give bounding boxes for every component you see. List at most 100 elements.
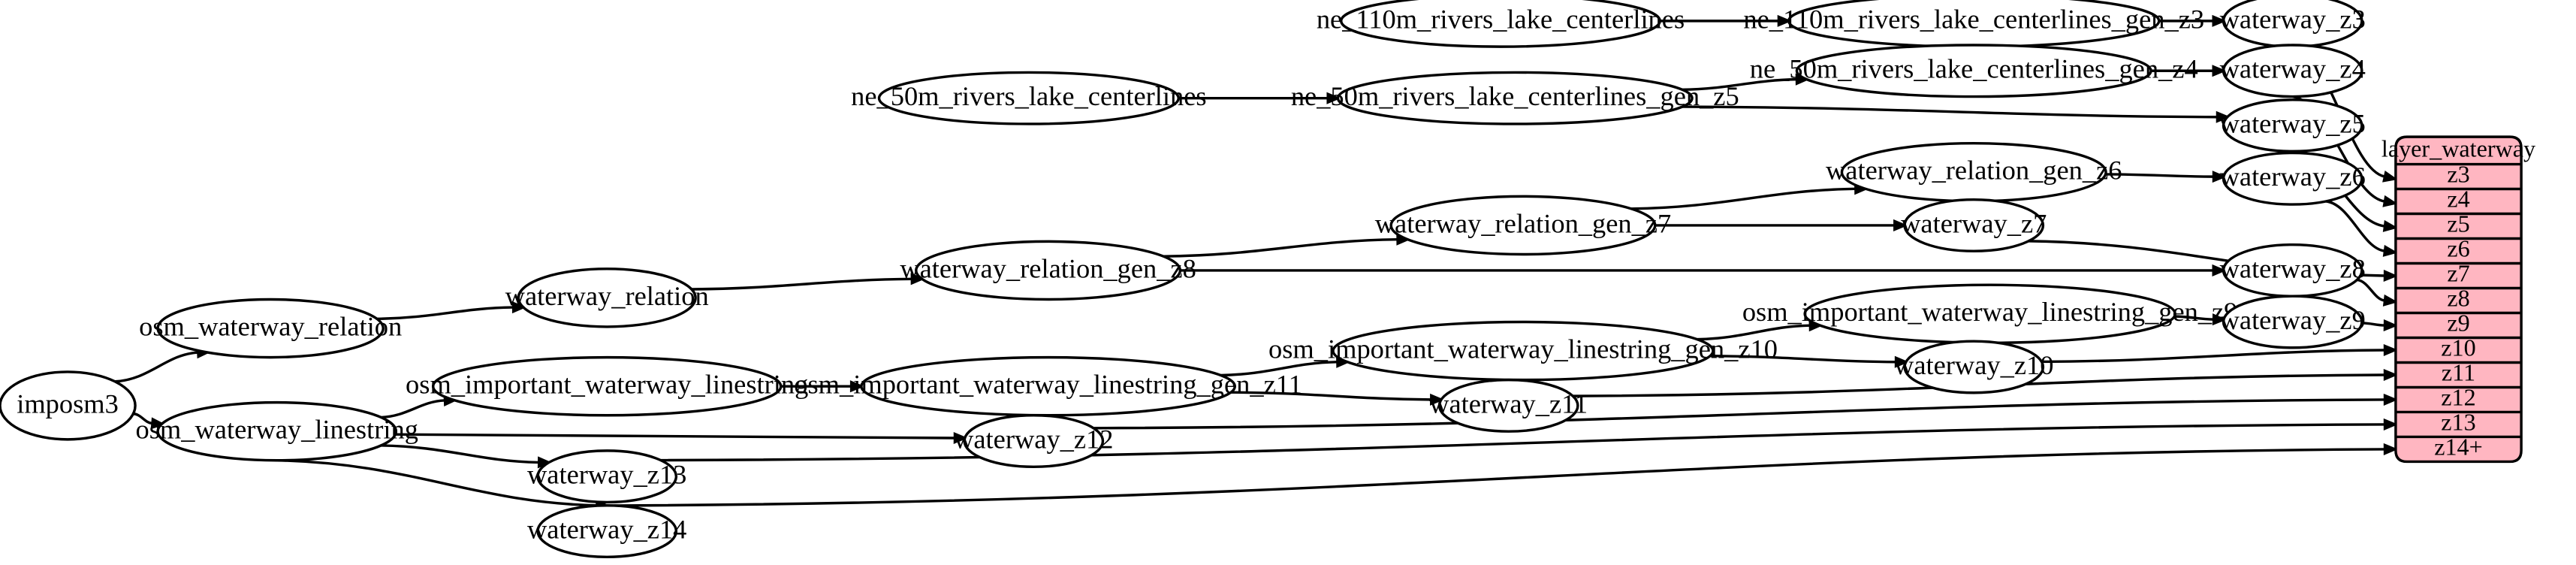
- edge-ne_50m_rivers_lake_centerlines_gen_z5-to-waterway_z5: [1682, 105, 2217, 119]
- node-label: waterway_z12: [954, 424, 1113, 454]
- arrow-head: [2212, 171, 2228, 183]
- arrow-head: [2383, 418, 2399, 431]
- arrow-head: [1777, 14, 1792, 27]
- edge-waterway_z13-to-layer_waterway-z13: [660, 423, 2384, 462]
- arrow-head: [2212, 313, 2228, 326]
- arrow-head: [2383, 343, 2399, 357]
- node-shape: [1903, 340, 2045, 394]
- node-label: waterway_z8: [2220, 253, 2366, 283]
- node-label: osm_waterway_relation: [139, 311, 402, 341]
- node-waterway_z11[interactable]: waterway_z11: [1429, 378, 1588, 433]
- arrow-head: [2383, 393, 2399, 406]
- edge-osm_important_waterway_linestring_gen_z10-to-osm_important_waterway_linestring_gen_z9: [1697, 324, 1810, 341]
- node-shape: [2222, 98, 2363, 153]
- arrow-head: [2212, 14, 2227, 27]
- arrow-head: [953, 431, 969, 445]
- arrow-head: [2216, 110, 2231, 123]
- layer-waterway-record[interactable]: [2394, 135, 2523, 464]
- node-osm_waterway_linestring[interactable]: osm_waterway_linestring: [136, 400, 418, 462]
- edge-osm_important_waterway_linestring_gen_z11-to-osm_important_waterway_linestring_gen_z10: [1220, 361, 1338, 377]
- node-shape: [963, 414, 1105, 469]
- arrow-head: [2382, 170, 2398, 183]
- node-waterway_relation_gen_z6[interactable]: waterway_relation_gen_z6: [1826, 141, 2122, 203]
- node-waterway_z6[interactable]: waterway_z6: [2220, 151, 2366, 206]
- node-waterway_z9[interactable]: waterway_z9: [2220, 295, 2366, 349]
- node-label: osm_waterway_linestring: [136, 415, 418, 445]
- edge-waterway_z10-to-layer_waterway-z10: [2041, 349, 2384, 364]
- node-ne_110m_rivers_lake_centerlines_gen_z3[interactable]: ne_110m_rivers_lake_centerlines_gen_z3: [1743, 0, 2204, 48]
- node-shape: [2222, 44, 2363, 98]
- arrow-head: [2382, 195, 2398, 207]
- node-label: waterway_z6: [2220, 162, 2366, 192]
- node-label: waterway_z7: [1901, 208, 2047, 238]
- node-ne_50m_rivers_lake_centerlines_gen_z5[interactable]: ne_50m_rivers_lake_centerlines_gen_z5: [1291, 71, 1739, 125]
- arrow-head: [1430, 393, 1445, 406]
- record-row-z3: z3: [2447, 160, 2469, 187]
- node-osm_important_waterway_linestring_gen_z10[interactable]: osm_important_waterway_linestring_gen_z1…: [1268, 320, 1778, 382]
- arrow-head: [2382, 294, 2398, 307]
- node-label: waterway_relation_gen_z8: [900, 253, 1196, 283]
- node-waterway_z12[interactable]: waterway_z12: [954, 414, 1114, 469]
- node-osm_important_waterway_linestring_gen_z11[interactable]: osm_important_waterway_linestring_gen_z1…: [794, 355, 1302, 417]
- arrow-head: [1894, 355, 1910, 368]
- arrow-head: [511, 301, 527, 314]
- node-ne_50m_rivers_lake_centerlines_gen_z4[interactable]: ne_50m_rivers_lake_centerlines_gen_z4: [1750, 44, 2198, 98]
- edge-imposm3-to-osm_waterway_relation: [114, 351, 198, 383]
- node-waterway_z3[interactable]: waterway_z3: [2220, 0, 2366, 48]
- edge-waterway_relation_gen_z6-to-waterway_z6: [2105, 173, 2213, 178]
- record-row-z6: z6: [2447, 234, 2469, 261]
- node-shape: [877, 71, 1180, 125]
- node-waterway_z10[interactable]: waterway_z10: [1894, 340, 2053, 394]
- node-label: ne_110m_rivers_lake_centerlines_gen_z3: [1743, 4, 2204, 34]
- node-waterway_z14[interactable]: waterway_z14: [527, 504, 686, 559]
- node-label: waterway_z11: [1429, 388, 1588, 418]
- node-label: waterway_z10: [1894, 350, 2053, 380]
- edge-osm_waterway_relation-to-waterway_relation: [376, 306, 513, 321]
- record-row-z8: z8: [2447, 284, 2469, 311]
- node-label: osm_important_waterway_linestring: [406, 370, 808, 400]
- edge-osm_important_waterway_linestring_gen_z9-to-waterway_z9: [2174, 315, 2214, 321]
- node-waterway_z8[interactable]: waterway_z8: [2220, 243, 2366, 298]
- arrow-head: [2383, 443, 2399, 455]
- node-waterway_z5[interactable]: waterway_z5: [2220, 98, 2366, 153]
- edge-waterway_relation_gen_z8-to-waterway_relation_gen_z7: [1163, 237, 1398, 258]
- node-waterway_relation[interactable]: waterway_relation: [505, 267, 709, 328]
- node-label: waterway_z3: [2220, 4, 2366, 34]
- node-waterway_relation_gen_z7[interactable]: waterway_relation_gen_z7: [1375, 195, 1672, 256]
- edge-waterway_z8-to-layer_waterway-z8: [2357, 278, 2385, 302]
- edge-osm_important_waterway_linestring_gen_z10-to-waterway_z10: [1710, 355, 1896, 364]
- node-label: ne_50m_rivers_lake_centerlines: [851, 81, 1206, 111]
- arrow-head: [2383, 319, 2399, 332]
- node-shape: [517, 267, 697, 328]
- node-osm_waterway_relation[interactable]: osm_waterway_relation: [139, 298, 402, 359]
- node-waterway_relation_gen_z8[interactable]: waterway_relation_gen_z8: [900, 240, 1196, 301]
- node-shape: [431, 355, 783, 417]
- record-row-z4: z4: [2447, 185, 2469, 212]
- node-shape: [156, 298, 385, 359]
- edge-imposm3-to-osm_waterway_linestring: [133, 412, 152, 425]
- node-osm_important_waterway_linestring[interactable]: osm_important_waterway_linestring: [406, 355, 808, 417]
- node-imposm3[interactable]: imposm3: [0, 370, 137, 441]
- node-label: osm_important_waterway_linestring_gen_z1…: [1268, 334, 1778, 364]
- node-label: waterway_z14: [527, 514, 686, 544]
- node-label: waterway_relation_gen_z6: [1826, 156, 2122, 186]
- node-shape: [536, 449, 678, 504]
- record-row-z9: z9: [2447, 309, 2469, 336]
- node-label: waterway_z5: [2220, 109, 2366, 139]
- edge-waterway_z9-to-layer_waterway-z9: [2361, 322, 2384, 327]
- arrow-head: [2382, 219, 2398, 232]
- node-osm_important_waterway_linestring_gen_z9[interactable]: osm_important_waterway_linestring_gen_z9: [1742, 283, 2238, 345]
- node-waterway_z7[interactable]: waterway_z7: [1901, 198, 2047, 252]
- arrow-head: [1893, 219, 1908, 231]
- record-layer: layer_waterwayz3z4z5z6z7z8z9z10z11z12z13…: [2381, 135, 2535, 464]
- node-waterway_z4[interactable]: waterway_z4: [2220, 44, 2366, 98]
- record-row-z10: z10: [2441, 334, 2475, 361]
- node-waterway_z13[interactable]: waterway_z13: [527, 449, 686, 504]
- node-shape: [156, 400, 398, 462]
- node-ne_50m_rivers_lake_centerlines[interactable]: ne_50m_rivers_lake_centerlines: [851, 71, 1207, 125]
- record-title: layer_waterway: [2381, 135, 2535, 162]
- node-label: waterway_z4: [2220, 54, 2366, 84]
- node-ne_110m_rivers_lake_centerlines[interactable]: ne_110m_rivers_lake_centerlines: [1317, 0, 1685, 48]
